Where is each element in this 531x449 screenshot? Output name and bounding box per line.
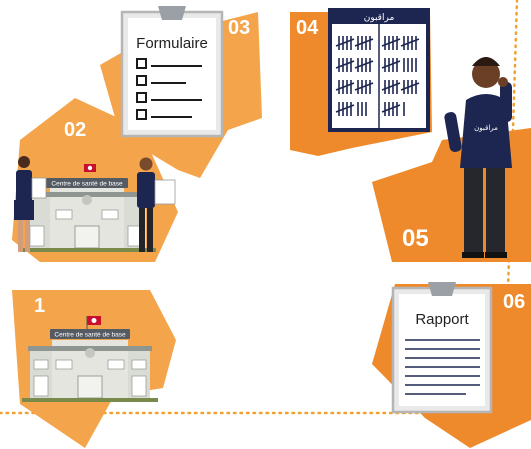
checkbox-icon: [136, 75, 147, 86]
step-05-number: 05: [402, 225, 429, 252]
step-03-number: 03: [228, 17, 250, 39]
step-02-number: 02: [64, 119, 86, 141]
health-center-building: Centre de santé de base: [20, 164, 156, 252]
building-sign-text: Centre de santé de base: [51, 181, 123, 188]
report-card-title: Rapport: [415, 311, 469, 328]
step-02: 02 Centre de santé de base: [12, 98, 178, 262]
tally-marks: [335, 36, 420, 116]
checkbox-icon: [136, 58, 147, 69]
step-04: 04 مراقبون: [290, 8, 432, 156]
tally-board-logo: مراقبون: [364, 13, 395, 23]
form-card: Formulaire: [120, 6, 224, 138]
report-card: Rapport: [391, 282, 493, 414]
step-1: 1 Centre de santé de base: [12, 290, 176, 448]
checkbox-list: [136, 58, 202, 120]
step-04-number: 04: [296, 17, 319, 39]
tally-board: مراقبون: [328, 8, 430, 132]
form-card-title: Formulaire: [136, 35, 208, 52]
step-06: 06 Rapport: [372, 282, 531, 448]
step-03: 03 Formulaire: [100, 6, 262, 178]
clipboard-icon: [154, 179, 176, 205]
checkbox-icon: [136, 109, 147, 120]
step-1-number: 1: [34, 295, 45, 317]
woman-observer: [14, 156, 47, 252]
binder-clip-icon: [428, 282, 456, 296]
binder-clip-icon: [158, 6, 186, 20]
man-observer: [137, 157, 176, 252]
building-sign-text: Centre de santé de base: [54, 332, 126, 339]
step-05: 05 مراقبون: [372, 57, 531, 262]
observer-man: مراقبون: [444, 57, 512, 258]
report-lines: [405, 339, 480, 395]
checkbox-icon: [136, 92, 147, 103]
clipboard-icon: [31, 177, 47, 199]
step-06-number: 06: [503, 291, 525, 313]
shirt-logo: مراقبون: [474, 124, 498, 132]
building-sign: [46, 178, 128, 188]
building-sign: [50, 329, 130, 339]
health-center-building: Centre de santé de base: [22, 316, 158, 402]
